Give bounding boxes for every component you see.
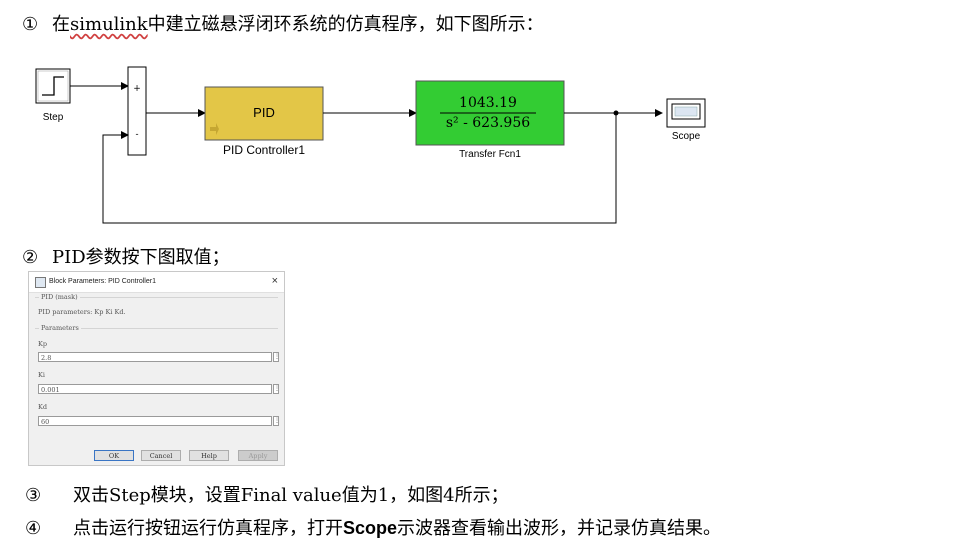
block-parameters-dialog: Block Parameters: PID Controller1 × PID …: [28, 271, 285, 466]
step-2-body: PID参数按下图取值；: [52, 247, 230, 268]
group-parameters-label: Parameters: [39, 324, 81, 332]
scope-label: Scope: [672, 131, 701, 142]
sum-block[interactable]: [127, 66, 147, 156]
group-parameters: Parameters: [35, 324, 278, 332]
kp-more-button[interactable]: ⋮: [273, 352, 280, 362]
pid-block[interactable]: [204, 86, 324, 141]
feedback-wire: [102, 113, 617, 224]
scope-block[interactable]: [666, 98, 706, 128]
step-1-number: ①: [22, 14, 39, 35]
cancel-button[interactable]: Cancel: [141, 450, 181, 461]
step-4-pre: 点击运行按钮运行仿真程序，打开: [73, 518, 343, 539]
kp-label: Kp: [38, 340, 48, 348]
kd-more-button[interactable]: ⋮: [273, 416, 280, 426]
group-mask: PID (mask): [35, 293, 278, 301]
step-4-scope: Scope: [343, 518, 398, 538]
close-icon[interactable]: ×: [271, 275, 278, 287]
step-2-number: ②: [22, 247, 39, 268]
apply-button[interactable]: Apply: [238, 450, 278, 461]
tf-numerator: 1043.19: [459, 95, 517, 111]
ki-more-button[interactable]: ⋮: [273, 384, 280, 394]
step-1-post: 中建立磁悬浮闭环系统的仿真程序，如下图所示：: [147, 14, 544, 35]
step-1-simulink: simulink: [70, 14, 148, 35]
dialog-title-bar: Block Parameters: PID Controller1 ×: [29, 272, 284, 293]
step-4-text: ④ 点击运行按钮运行仿真程序，打开Scope示波器查看输出波形，并记录仿真结果。: [25, 514, 721, 540]
kd-input[interactable]: 60: [38, 416, 272, 426]
step-label: Step: [43, 112, 64, 123]
ki-input[interactable]: 0.001: [38, 384, 272, 394]
kp-input[interactable]: 2.8: [38, 352, 272, 362]
group-mask-label: PID (mask): [39, 293, 80, 301]
step-3-number: ③: [25, 485, 42, 506]
dialog-description: PID parameters: Kp Ki Kd.: [38, 308, 126, 316]
ok-button[interactable]: OK: [94, 450, 134, 461]
step-1-pre: 在: [52, 14, 70, 35]
step-4-number: ④: [25, 518, 42, 539]
dialog-title: Block Parameters: PID Controller1: [49, 278, 156, 285]
kd-label: Kd: [38, 403, 48, 411]
ki-label: Ki: [38, 371, 45, 379]
tf-label: Transfer Fcn1: [459, 149, 521, 160]
step-2-text: ② PID参数按下图取值；: [22, 243, 230, 269]
step-3-text: ③ 双击Step模块，设置Final value值为1，如图4所示；: [25, 481, 509, 507]
sum-minus: -: [135, 130, 138, 140]
simulink-block-icon: [35, 277, 46, 288]
sum-plus: +: [133, 84, 141, 94]
step-4-post: 示波器查看输出波形，并记录仿真结果。: [397, 518, 722, 539]
tf-denominator: s² - 623.956: [446, 115, 530, 131]
help-button[interactable]: Help: [189, 450, 229, 461]
transfer-fcn-block[interactable]: [415, 80, 565, 146]
simulink-diagram: Step + - PID PID Controller1 1043.19 s² …: [35, 66, 706, 224]
pid-block-text: PID: [253, 105, 275, 120]
step-block[interactable]: [35, 68, 71, 104]
step-3-body: 双击Step模块，设置Final value值为1，如图4所示；: [73, 485, 509, 506]
pid-label: PID Controller1: [223, 143, 305, 157]
